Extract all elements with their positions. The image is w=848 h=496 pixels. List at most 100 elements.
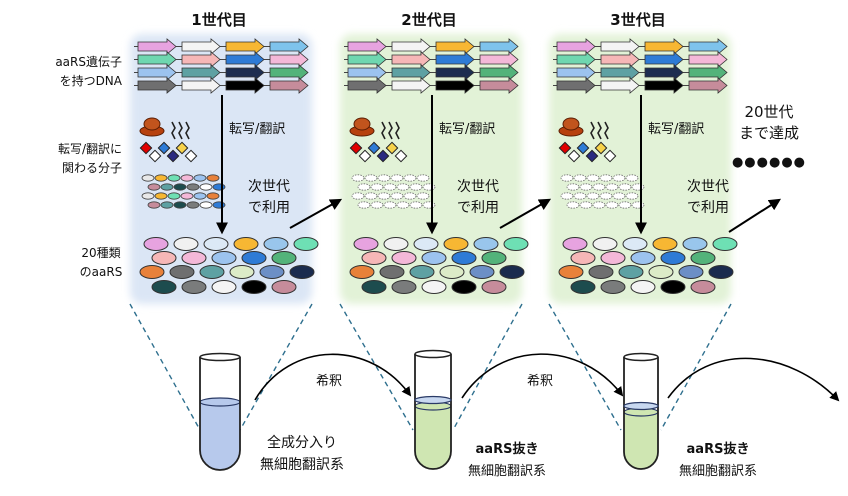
- dna-arrow-icon: [556, 77, 596, 94]
- molecule-icon: [147, 183, 161, 191]
- generation-title-2: 2世代目: [401, 11, 456, 29]
- aars-enzyme-icon: [263, 237, 289, 251]
- aars-enzyme-icon: [592, 237, 618, 251]
- aars-enzyme-icon: [562, 237, 588, 251]
- aars-enzyme-icon: [229, 265, 255, 279]
- molecule-icon: [364, 174, 378, 182]
- dna-arrow-icon: [391, 77, 431, 94]
- aars-enzyme-icon: [379, 265, 405, 279]
- amino-acid-icon: [594, 141, 608, 155]
- tube-icon: [623, 357, 659, 470]
- molecule-icon: [193, 174, 207, 182]
- next-gen-label-3-line1: 次世代: [687, 179, 729, 195]
- dna-arrow-icon: [644, 64, 684, 81]
- generation-title-3: 3世代目: [610, 11, 665, 29]
- aars-enzyme-icon: [473, 237, 499, 251]
- dna-arrow-icon: [269, 38, 309, 55]
- amino-acid-icon: [166, 149, 180, 163]
- amino-acid-icon: [376, 149, 390, 163]
- molecule-icon: [180, 192, 194, 200]
- amino-acid-icon: [385, 141, 399, 155]
- amino-acid-icon: [585, 149, 599, 163]
- machinery-row-label-line2: 関わる分子: [62, 161, 122, 175]
- molecule-icon: [390, 192, 404, 200]
- transcription-translation-label-1: 転写/翻訳: [229, 122, 285, 137]
- aars-enzyme-icon: [173, 237, 199, 251]
- molecule-icon: [592, 183, 606, 191]
- molecule-icon: [612, 174, 626, 182]
- dna-arrow-icon: [644, 77, 684, 94]
- aars-enzyme-icon: [413, 237, 439, 251]
- aars-enzyme-icon: [600, 280, 626, 294]
- aars-enzyme-icon: [570, 251, 596, 265]
- transcription-translation-label-3: 転写/翻訳: [648, 122, 704, 137]
- dna-arrow-icon: [181, 51, 221, 68]
- amino-acid-icon: [184, 149, 198, 163]
- next-gen-label-1-line1: 次世代: [248, 179, 290, 195]
- molecule-icon: [370, 183, 384, 191]
- dna-arrow-icon: [435, 38, 475, 55]
- amino-acid-icon: [567, 149, 581, 163]
- molecule-icon: [193, 192, 207, 200]
- molecule-icon: [199, 201, 213, 209]
- molecule-icon: [206, 192, 220, 200]
- dna-row-label-line1: aaRS遺伝子: [55, 54, 122, 69]
- ribosome-icon: [143, 117, 161, 131]
- molecule-icon: [605, 201, 619, 209]
- dilution-arrow-3: [667, 357, 840, 402]
- aars-enzyme-icon: [289, 265, 315, 279]
- molecule-icon: [167, 192, 181, 200]
- aars-enzyme-icon: [451, 251, 477, 265]
- aars-enzyme-icon: [349, 265, 375, 279]
- dna-block-1: [134, 38, 309, 94]
- dilution-label-1: 希釈: [316, 374, 342, 389]
- tube-diluted-band: [414, 395, 452, 405]
- aars-enzyme-icon: [391, 251, 417, 265]
- aars-enzyme-icon: [361, 280, 387, 294]
- aars-block-2: [349, 237, 529, 294]
- machinery-block-2: [349, 117, 436, 209]
- tube-icon: [414, 354, 452, 470]
- amino-acid-icon: [349, 141, 363, 155]
- goal-ellipsis: ●●●●●●: [732, 155, 806, 170]
- aars-enzyme-icon: [361, 251, 387, 265]
- dna-row-label-line2: を持つDNA: [60, 73, 123, 88]
- dna-arrow-icon: [181, 64, 221, 81]
- tube-label-1-line2: 無細胞翻訳系: [260, 457, 344, 473]
- trna-icon: [178, 121, 183, 140]
- molecule-icon: [560, 192, 574, 200]
- molecule-icon: [377, 174, 391, 182]
- aars-enzyme-icon: [181, 280, 207, 294]
- molecule-icon: [383, 201, 397, 209]
- dna-arrow-icon: [435, 64, 475, 81]
- tube-2: [414, 349, 452, 470]
- aars-enzyme-icon: [682, 237, 708, 251]
- aars-block-1: [139, 237, 319, 294]
- amino-acid-icon: [394, 149, 408, 163]
- dna-arrow-icon: [225, 64, 265, 81]
- aars-enzyme-icon: [143, 237, 169, 251]
- dna-arrow-icon: [137, 77, 177, 94]
- tube-rim: [414, 349, 452, 359]
- molecule-icon: [625, 192, 639, 200]
- molecule-icon: [357, 201, 371, 209]
- aars-enzyme-icon: [241, 251, 267, 265]
- dna-arrow-icon: [269, 77, 309, 94]
- dna-arrow-icon: [556, 51, 596, 68]
- aars-enzyme-icon: [151, 280, 177, 294]
- molecule-icon: [416, 174, 430, 182]
- aars-enzyme-icon: [271, 251, 297, 265]
- dna-arrow-icon: [181, 38, 221, 55]
- aars-enzyme-icon: [481, 280, 507, 294]
- tube-diluted-band: [623, 401, 659, 411]
- molecule-icon: [586, 192, 600, 200]
- dna-arrow-icon: [391, 38, 431, 55]
- tube-label-2-line1: aaRS抜き: [476, 441, 539, 457]
- dna-block-2: [344, 38, 519, 94]
- aars-enzyme-icon: [618, 265, 644, 279]
- dna-arrow-icon: [556, 64, 596, 81]
- dna-arrow-icon: [479, 77, 519, 94]
- molecule-icon: [173, 201, 187, 209]
- trna-icon: [185, 121, 190, 140]
